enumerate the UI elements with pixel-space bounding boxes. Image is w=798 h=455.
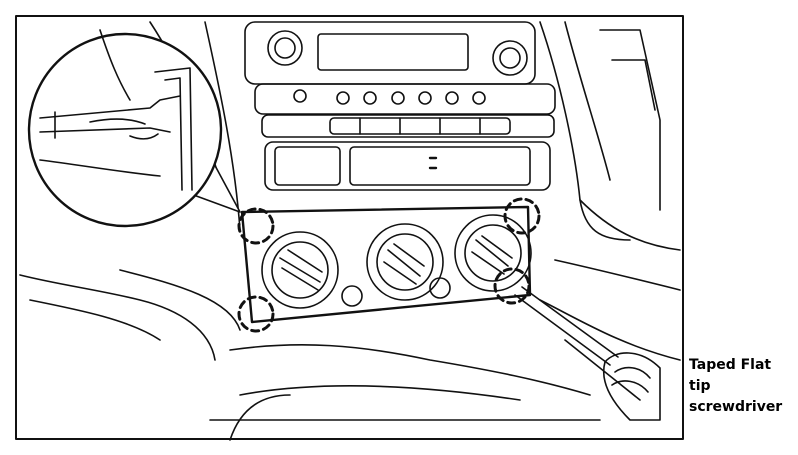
caption-line-3: screwdriver bbox=[689, 399, 783, 415]
hvac-control-panel bbox=[240, 205, 532, 324]
caption-line-2: tip bbox=[689, 378, 711, 394]
caption: Taped Flat tip screwdriver bbox=[689, 355, 795, 418]
clip-callout-bottom-right bbox=[493, 267, 531, 305]
clip-callout-top-right bbox=[503, 197, 541, 235]
clip-callout-top-left bbox=[237, 207, 275, 245]
clip-detail-inset bbox=[27, 29, 241, 228]
dashboard-outline bbox=[19, 21, 681, 441]
clip-callouts bbox=[237, 197, 541, 333]
screwdriver-icon bbox=[514, 286, 661, 421]
illustration-frame bbox=[15, 15, 684, 440]
caption-line-1: Taped Flat bbox=[689, 357, 772, 373]
clip-callout-bottom-left bbox=[237, 295, 275, 333]
radio-head-unit bbox=[244, 21, 556, 191]
